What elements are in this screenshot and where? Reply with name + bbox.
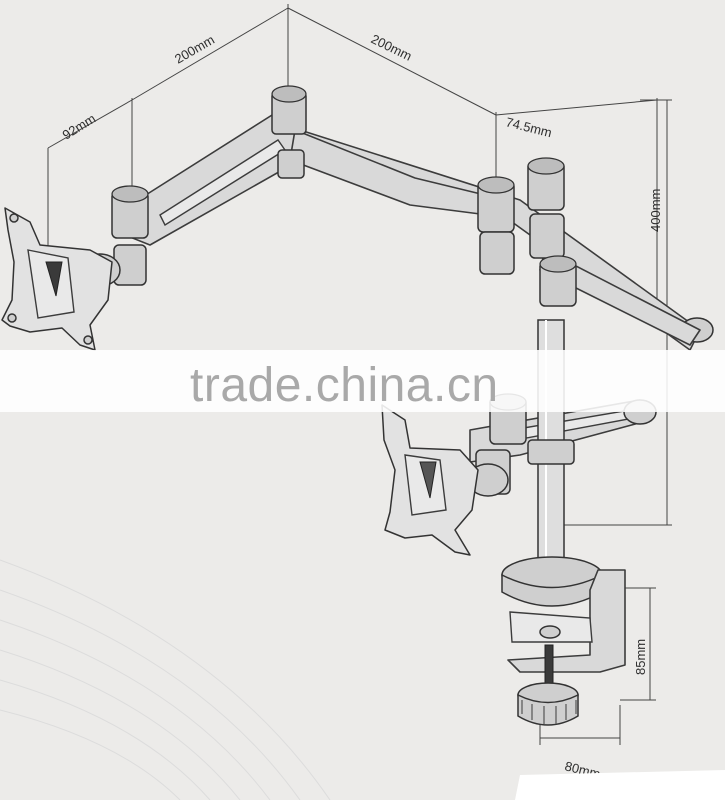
dim-label-200mm-right: 200mm bbox=[369, 31, 415, 63]
dimension-lines bbox=[47, 4, 672, 745]
dim-label-74-5mm: 74.5mm bbox=[504, 114, 553, 140]
lower-arm-assembly bbox=[381, 393, 657, 556]
watermark-band: trade.china.cn bbox=[0, 350, 725, 412]
dim-label-85mm: 85mm bbox=[633, 639, 648, 675]
dim-label-200mm-left: 200mm bbox=[172, 32, 217, 67]
upper-arm-assembly bbox=[1, 85, 714, 351]
watermark-text: trade.china.cn bbox=[190, 359, 499, 412]
dim-label-400mm: 400mm bbox=[648, 189, 663, 232]
background-arcs bbox=[0, 559, 331, 800]
dim-label-92mm: 92mm bbox=[60, 111, 99, 143]
pole-and-clamp bbox=[501, 319, 725, 800]
